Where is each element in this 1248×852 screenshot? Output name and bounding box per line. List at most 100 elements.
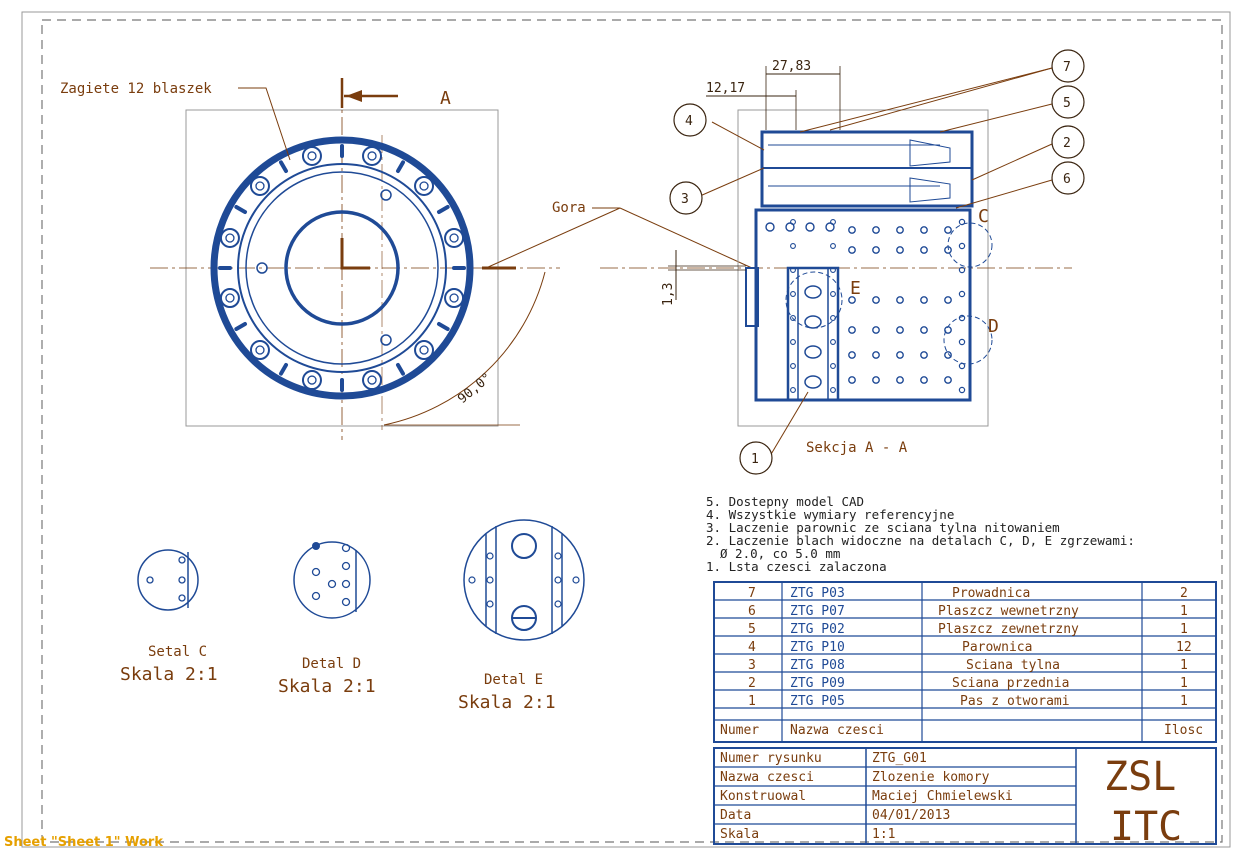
balloon-1 [739, 441, 773, 475]
title-field-label: Konstruowal [720, 789, 806, 804]
detail-c-hole [178, 594, 186, 602]
detail-d-scale: Skala 2:1 [278, 676, 376, 697]
detail-c-hole [146, 576, 154, 584]
balloon-4 [673, 103, 707, 137]
balloon-2-leader [971, 143, 1053, 181]
edge-hole [958, 218, 966, 226]
note-line: 3. Laczenie parownic ze sciana tylna nit… [706, 520, 1060, 535]
section-hole [944, 226, 952, 234]
header-name: Nazwa czesci [790, 723, 884, 738]
detail-d-callout [943, 315, 993, 365]
blade-hole [249, 340, 270, 361]
detail-d-weld [312, 542, 320, 550]
section-hole [872, 296, 880, 304]
blade-hole [444, 288, 465, 309]
part-name: Pas z otworami [960, 694, 1070, 709]
title-field-label: Skala [720, 827, 759, 842]
note-line: 1. Lsta czesci zalaczona [706, 559, 887, 574]
blade-hole-inner [307, 375, 317, 385]
detail-mark-e: E [850, 278, 861, 299]
blade-hole-inner [307, 151, 317, 161]
part-name: Sciana przednia [952, 676, 1069, 691]
band-hole [830, 339, 836, 345]
section-hole [896, 326, 904, 334]
blade-hole-inner [255, 345, 265, 355]
blade-hole-inner [367, 151, 377, 161]
detail-c-name: Setal C [148, 644, 207, 660]
detail-d: Detal D Skala 2:1 [278, 541, 376, 697]
blade-hole [301, 145, 322, 166]
section-hole [920, 326, 928, 334]
title-field-label: Numer rysunku [720, 751, 822, 766]
detail-e-scale: Skala 2:1 [458, 692, 556, 713]
blade-hole-inner [449, 293, 459, 303]
detail-c-hole [178, 556, 186, 564]
band-slot [804, 315, 822, 329]
detail-c: Setal C Skala 2:1 [120, 549, 218, 685]
dim-inner: 12,17 [706, 81, 745, 96]
detail-d-hole [327, 579, 337, 589]
blade-hole [249, 175, 270, 196]
parts-list-grid [714, 582, 1216, 742]
blade-slot [279, 362, 288, 376]
section-hole [896, 246, 904, 254]
blade-hole-inner [255, 181, 265, 191]
band-hole [790, 243, 796, 249]
section-hole [872, 326, 880, 334]
edge-hole [958, 362, 966, 370]
blade-hole [362, 370, 383, 391]
band-hole [830, 363, 836, 369]
blade-hole-inner [449, 233, 459, 243]
section-hole [872, 246, 880, 254]
blade-slot [234, 205, 248, 214]
drawing-frame [41, 19, 1223, 843]
blade-hole-inner [225, 293, 235, 303]
section-title: Sekcja A - A [806, 440, 908, 456]
band-hole [830, 315, 836, 321]
detail-e-hole [554, 576, 562, 584]
blade-hole [444, 227, 465, 248]
orientation-marker [340, 238, 370, 270]
sheet-tab[interactable]: Sheet "Sheet 1" Work [4, 835, 163, 850]
part-number: 2 [748, 676, 756, 691]
sheet-border [21, 11, 1231, 848]
detail-d-hole [311, 591, 321, 601]
part-qty: 2 [1180, 586, 1188, 601]
outer-ring [210, 136, 474, 400]
blade-hole [414, 175, 435, 196]
section-hole [920, 246, 928, 254]
detail-e-hole [554, 552, 562, 560]
section-line-marker [340, 78, 398, 108]
note-line: 2. Laczenie blach widoczne na detalach C… [706, 533, 1135, 548]
part-code: ZTG_P07 [790, 604, 845, 619]
section-hole [848, 226, 856, 234]
balloons: 7 5 4 2 3 6 1 [669, 49, 1085, 475]
part-number: 5 [748, 622, 756, 637]
part-qty: 1 [1180, 694, 1188, 709]
band-hole [790, 387, 796, 393]
section-hole [944, 376, 952, 384]
section-hole [872, 226, 880, 234]
detail-e-hole [554, 600, 562, 608]
balloon-7-leader-b [829, 67, 1053, 131]
balloon-5-label: 5 [1063, 96, 1071, 111]
part-number: 6 [748, 604, 756, 619]
part-code: ZTG_P10 [790, 640, 845, 655]
balloon-7-label: 7 [1063, 60, 1071, 75]
header-number: Numer [720, 723, 759, 738]
part-code: ZTG_P02 [790, 622, 845, 637]
section-hole [872, 376, 880, 384]
logo-itc: ITC [1110, 804, 1182, 850]
balloon-6-leader [955, 179, 1053, 209]
band-slot [804, 285, 822, 299]
part-code: ZTG_P08 [790, 658, 845, 673]
section-hole [920, 296, 928, 304]
section-hole [896, 226, 904, 234]
balloon-7-leader-a [799, 67, 1053, 133]
edge-hole [958, 386, 966, 394]
part-name: Sciana tylna [966, 658, 1060, 673]
band-hole [830, 291, 836, 297]
section-hole [785, 222, 795, 232]
blade-hole [219, 227, 240, 248]
